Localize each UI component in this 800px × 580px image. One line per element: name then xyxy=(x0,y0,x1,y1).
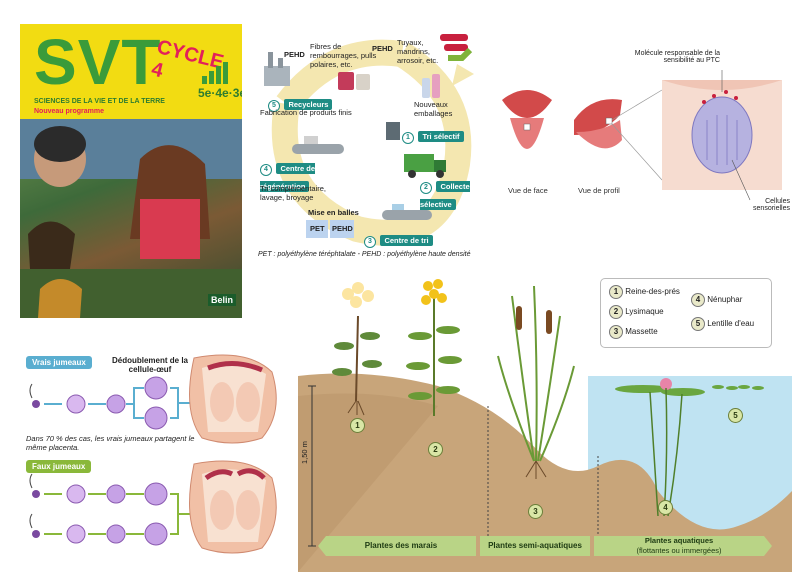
twins-diagram: Vrais jumeaux Dédoublement de la cellule… xyxy=(22,352,297,574)
pehd-left-items: Fibres de rembourrages, pulls polaires, … xyxy=(310,42,377,69)
step-4-number: 4 xyxy=(260,164,272,176)
zone-aquatic-subtitle: (flottantes ou immergées) xyxy=(636,546,722,555)
recycling-footnote: PET : polyéthylène téréphtalate - PEHD :… xyxy=(258,251,471,258)
recycling-cycle-graphic xyxy=(264,34,474,246)
book-cover: SVT CYCLE 4 5e·4e·3e SCIENCES DE LA VIE … xyxy=(20,24,242,318)
taste-diagram: Vue de face Vue de profil Molécule respo… xyxy=(492,40,792,220)
legend-item: 1 Reine-des-prés xyxy=(609,285,680,299)
plant-legend: 1 Reine-des-prés 2 Lysimaque 3 Massette … xyxy=(600,278,772,348)
cover-program: Nouveau programme xyxy=(34,108,105,115)
profile-view-caption: Vue de profil xyxy=(578,186,620,195)
front-view-caption: Vue de face xyxy=(508,186,548,195)
fraternal-twins-badge: Faux jumeaux xyxy=(26,460,92,473)
legend-item: 2 Lysimaque xyxy=(609,305,664,319)
zone-aquatic-title: Plantes aquatiques xyxy=(644,536,714,545)
children-nature-illustration xyxy=(20,119,242,318)
step-4-description: Tri complémentaire, lavage, broyage xyxy=(260,184,326,202)
zone-marsh-plants: Plantes des marais xyxy=(326,536,476,556)
step-4: 4 Centre de régénération xyxy=(260,158,332,194)
legend-number: 4 xyxy=(691,293,705,307)
identical-twins-badge: Vrais jumeaux xyxy=(26,356,92,369)
step-2-number: 2 xyxy=(420,182,432,194)
pehd-right-items: Tuyaux, mandrins, arrosoir, etc. xyxy=(397,38,439,65)
molecule-label: Molécule responsable de la sensibilité a… xyxy=(634,50,720,64)
plant-2-marker: 2 xyxy=(428,442,443,457)
twins-illustration xyxy=(29,354,277,554)
step-1: 1 Tri sélectif xyxy=(402,126,464,144)
plant-5-marker: 5 xyxy=(728,408,743,423)
legend-label: Massette xyxy=(625,327,658,336)
pehd-bale: PEHD xyxy=(332,224,353,233)
step-5-label: Recycleurs xyxy=(284,99,333,110)
plant-1-marker: 1 xyxy=(350,418,365,433)
zone-semi-aquatic: Plantes semi-aquatiques xyxy=(480,536,590,556)
legend-label: Nénuphar xyxy=(707,295,743,304)
legend-number: 1 xyxy=(609,285,623,299)
legend-item: 3 Massette xyxy=(609,325,658,339)
step-3: 3 Centre de tri xyxy=(364,230,433,248)
step-3-label: Centre de tri xyxy=(380,235,433,246)
egg-split-label: Dédoublement de la cellule-œuf xyxy=(111,356,188,374)
plant-4-marker: 4 xyxy=(658,500,673,515)
legend-label: Reine-des-prés xyxy=(625,287,680,296)
bar-logo-icon xyxy=(202,62,228,84)
bales-label: Mise en balles xyxy=(308,208,359,217)
tongue-illustration xyxy=(502,70,782,201)
step-1-number: 1 xyxy=(402,132,414,144)
step-2: 2 Collecte sélective xyxy=(420,176,480,212)
legend-number: 3 xyxy=(609,325,623,339)
placenta-note: Dans 70 % des cas, les vrais jumeaux par… xyxy=(26,434,195,452)
cover-subtitle: SCIENCES DE LA VIE ET DE LA TERRE xyxy=(34,98,165,105)
legend-item: 4 Nénuphar xyxy=(691,293,742,307)
legend-label: Lentille d'eau xyxy=(707,319,755,328)
legend-number: 5 xyxy=(691,317,705,331)
wetland-illustration xyxy=(298,276,792,572)
step-5-description: Fabrication de produits finis xyxy=(260,108,352,117)
cover-levels: 5e·4e·3e xyxy=(198,86,242,100)
step-5: 5 Recycleurs xyxy=(268,94,333,112)
pehd-right-label: PEHD xyxy=(372,44,393,53)
publisher-logo: Belin xyxy=(208,294,237,306)
new-packaging-label: Nouveaux emballages xyxy=(414,100,453,118)
sensory-cells-label: Cellules sensorielles xyxy=(753,198,790,212)
plant-3-marker: 3 xyxy=(528,504,543,519)
cover-photo xyxy=(20,119,242,318)
recycling-diagram: PEHD Fibres de rembourrages, pulls polai… xyxy=(252,24,482,274)
step-3-number: 3 xyxy=(364,236,376,248)
zone-aquatic: Plantes aquatiques (flottantes ou immerg… xyxy=(594,536,764,556)
legend-number: 2 xyxy=(609,305,623,319)
wetland-plants-diagram: 1,50 m 1 2 3 4 5 Plantes des marais Plan… xyxy=(298,276,792,572)
legend-label: Lysimaque xyxy=(625,307,664,316)
legend-item: 5 Lentille d'eau xyxy=(691,317,754,331)
height-scale: 1,50 m xyxy=(300,441,309,464)
step-1-label: Tri sélectif xyxy=(418,131,464,142)
cover-title: SVT xyxy=(34,26,162,98)
pehd-left-label: PEHD xyxy=(284,50,305,59)
step-5-number: 5 xyxy=(268,100,280,112)
pet-bale: PET xyxy=(310,224,325,233)
